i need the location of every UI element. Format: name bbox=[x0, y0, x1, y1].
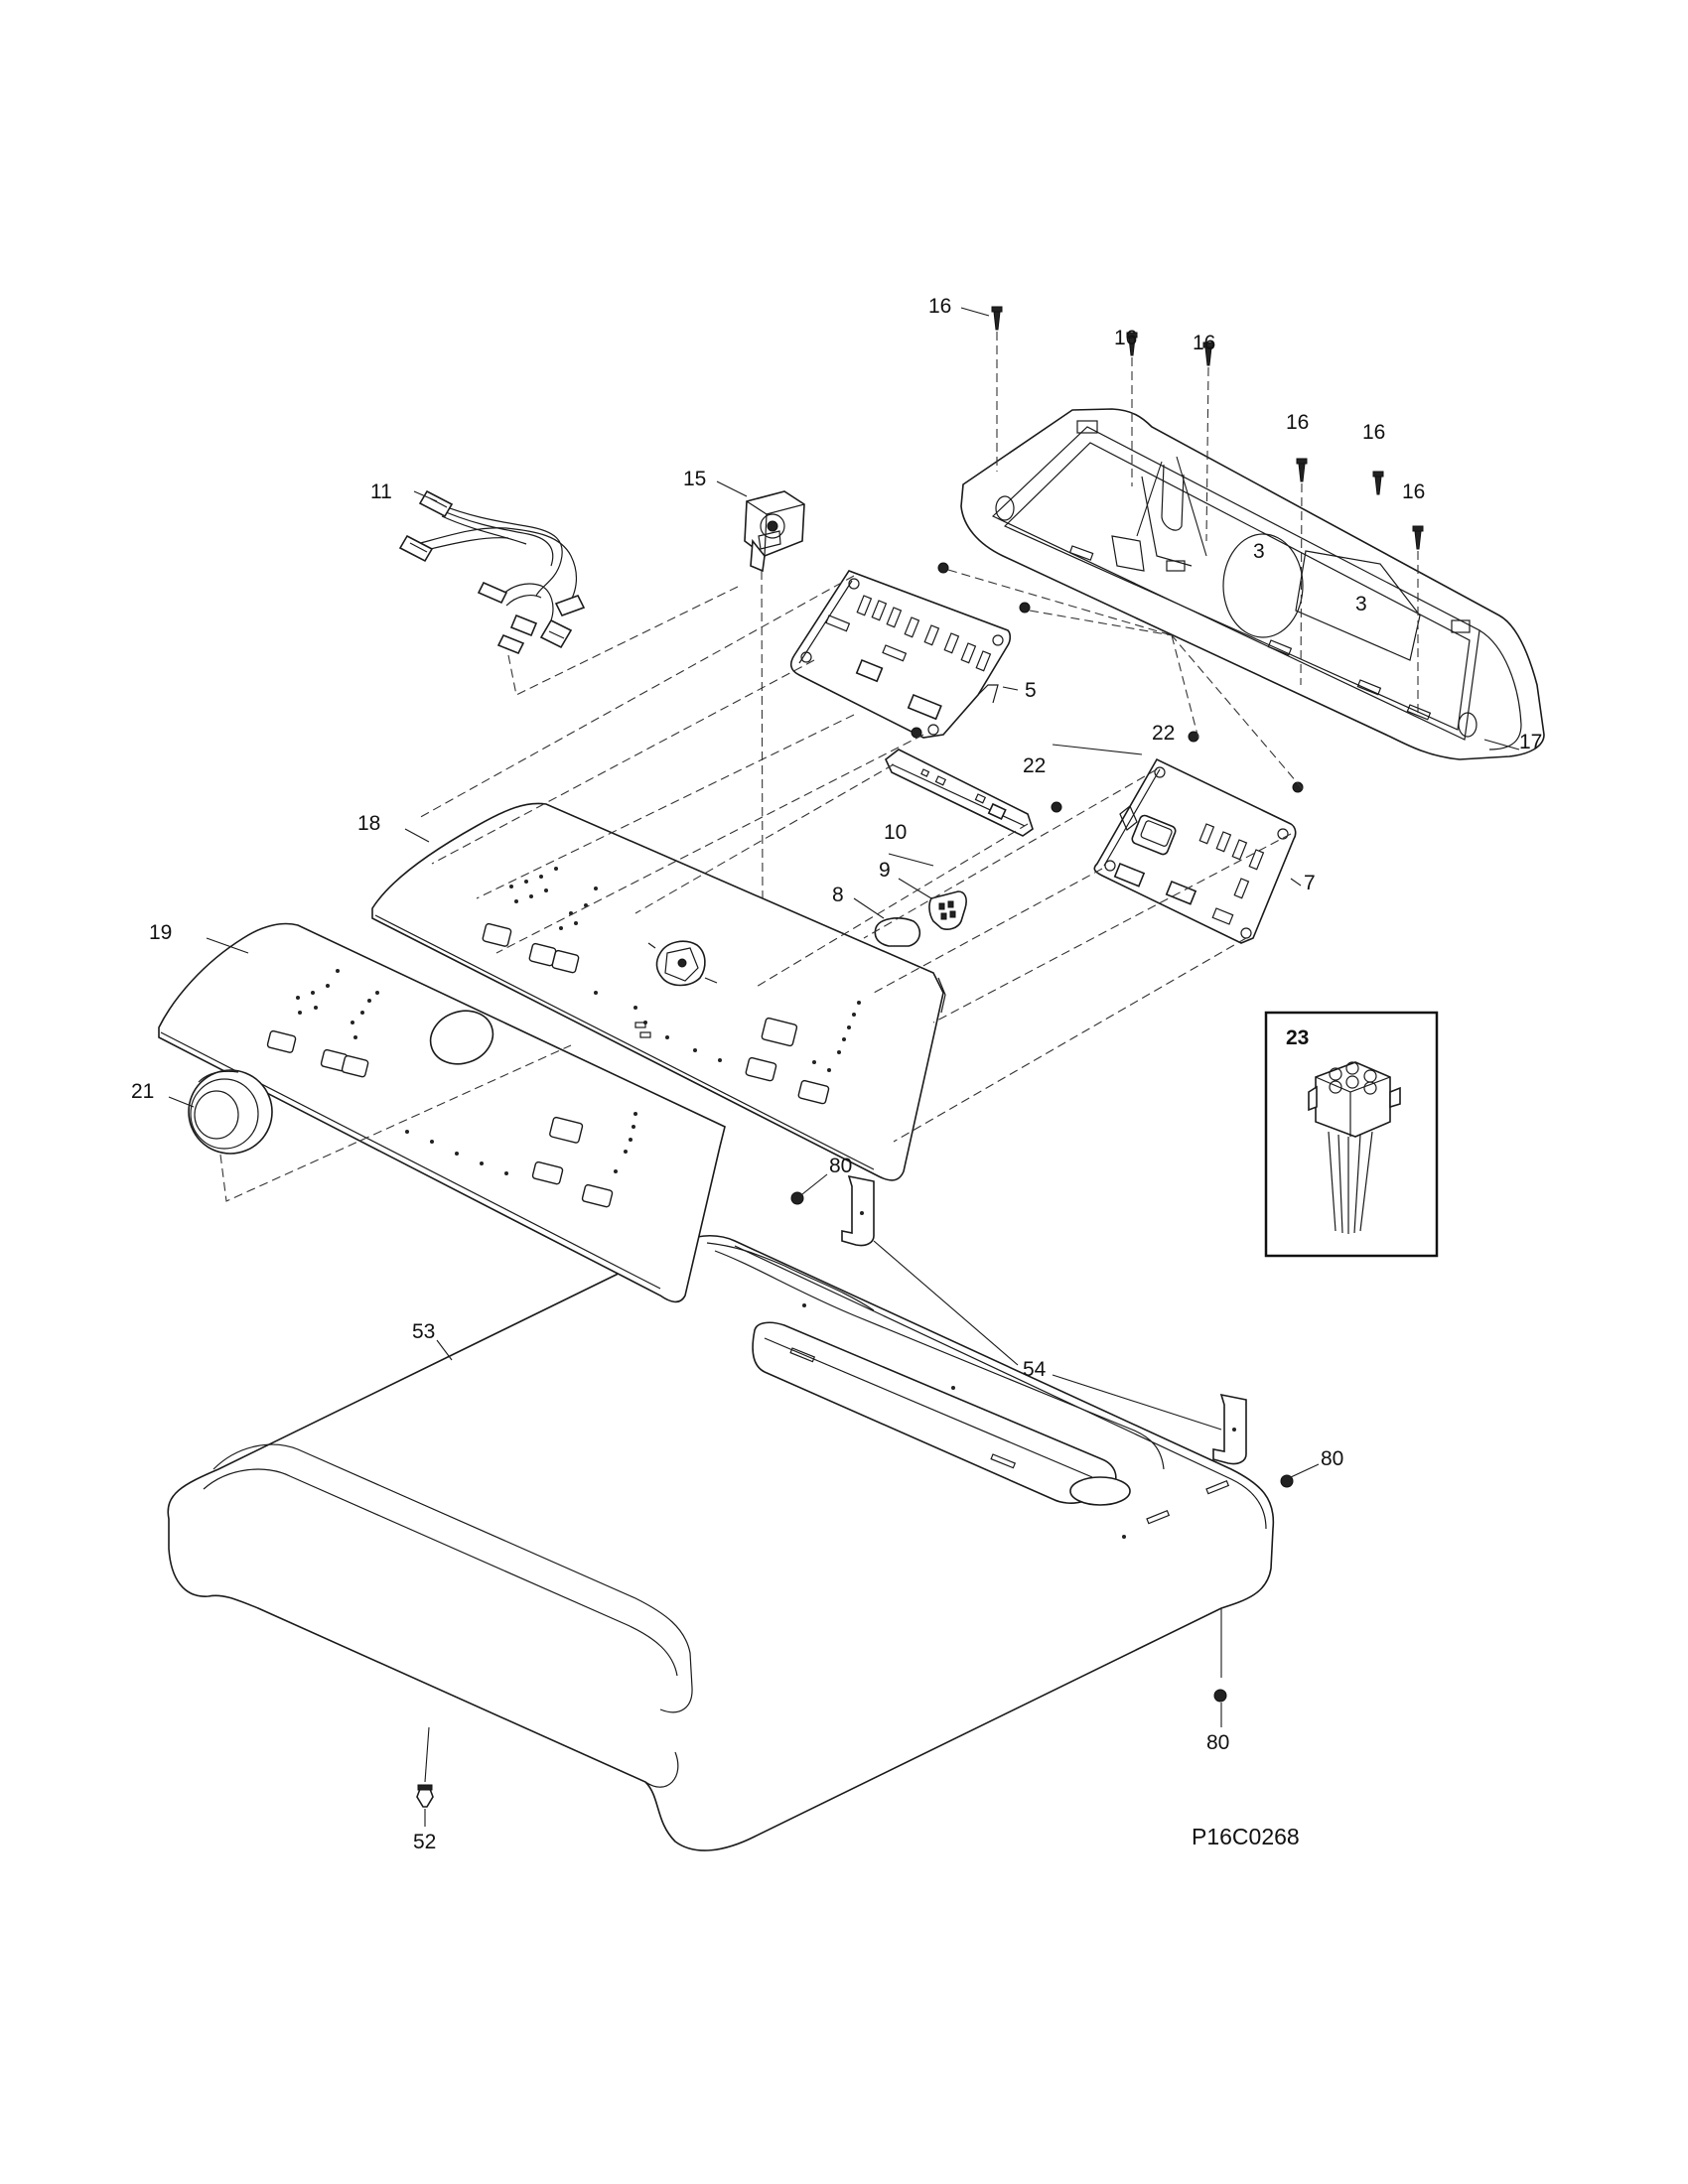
callout-22: 22 bbox=[1152, 722, 1175, 745]
selector-knob-icon bbox=[647, 940, 718, 987]
console-back-part-17: 3 3 bbox=[960, 408, 1545, 760]
screw-icon bbox=[1051, 801, 1062, 813]
button-part-8 bbox=[874, 917, 921, 947]
wire-harness-part-11 bbox=[398, 489, 741, 696]
wire-connector-icon bbox=[1308, 1061, 1401, 1234]
sensor-part-15 bbox=[744, 490, 805, 899]
screw-icon bbox=[937, 562, 949, 574]
connector-icon bbox=[509, 614, 538, 637]
screw-icon bbox=[790, 1191, 804, 1205]
callout-16: 16 bbox=[1193, 332, 1215, 354]
bracket-part-54 bbox=[841, 1174, 1247, 1465]
led-dots bbox=[296, 969, 637, 1175]
callout-7: 7 bbox=[1304, 872, 1316, 894]
callout-80: 80 bbox=[1206, 1731, 1229, 1754]
leader-lines bbox=[168, 307, 1520, 1827]
callout-53: 53 bbox=[412, 1320, 435, 1343]
led-board-part-10 bbox=[885, 749, 1034, 837]
svg-text:3: 3 bbox=[1355, 593, 1367, 615]
control-board-part-7 bbox=[1093, 757, 1297, 944]
callout-11: 11 bbox=[370, 480, 392, 503]
callout-21: 21 bbox=[131, 1080, 154, 1103]
assembly-lines bbox=[416, 575, 1292, 1143]
inset-label: 23 bbox=[1286, 1026, 1309, 1049]
svg-text:3: 3 bbox=[1253, 540, 1265, 563]
switch-part-9 bbox=[928, 890, 967, 930]
screws-part-80 bbox=[790, 1191, 1294, 1703]
inset-box-part-23: 23 bbox=[1264, 1011, 1439, 1258]
callout-18: 18 bbox=[357, 812, 380, 835]
connector-icon bbox=[554, 595, 586, 616]
top-cover-part-53 bbox=[167, 1234, 1275, 1851]
callout-52: 52 bbox=[413, 1831, 436, 1853]
screw-icon bbox=[1412, 525, 1424, 550]
callout-19: 19 bbox=[149, 921, 172, 944]
callout-16: 16 bbox=[1286, 411, 1309, 434]
callout-9: 9 bbox=[879, 859, 891, 882]
clip-part-52 bbox=[416, 1784, 434, 1808]
screws-part-22 bbox=[911, 562, 1304, 813]
console-panel-part-18 bbox=[371, 802, 946, 1181]
led-dots bbox=[509, 867, 861, 1072]
callout-22: 22 bbox=[1023, 754, 1046, 777]
screw-icon bbox=[1280, 1474, 1294, 1488]
screw-icon bbox=[1292, 781, 1304, 793]
screw-icon bbox=[1213, 1689, 1227, 1703]
control-board-part-5 bbox=[789, 570, 1012, 739]
callout-10: 10 bbox=[884, 821, 907, 844]
connector-icon bbox=[418, 489, 454, 518]
screw-icon bbox=[991, 306, 1003, 331]
screws-part-16 bbox=[991, 306, 1424, 715]
knob-part-21 bbox=[188, 1044, 572, 1202]
screw-icon bbox=[1126, 332, 1138, 356]
callout-17: 17 bbox=[1519, 731, 1542, 753]
callout-54: 54 bbox=[1023, 1358, 1047, 1381]
callout-5: 5 bbox=[1025, 679, 1037, 702]
callout-16: 16 bbox=[1114, 327, 1137, 349]
screw-icon bbox=[1296, 458, 1308, 482]
diagram-code: P16C0268 bbox=[1192, 1824, 1300, 1849]
callout-80: 80 bbox=[1321, 1447, 1343, 1470]
callout-80: 80 bbox=[829, 1155, 852, 1177]
screw-icon bbox=[1372, 471, 1384, 495]
connector-icon bbox=[539, 618, 573, 649]
screw-icon bbox=[1019, 602, 1031, 614]
connector-icon bbox=[398, 534, 434, 563]
front-console-part-19 bbox=[158, 922, 726, 1303]
callout-16: 16 bbox=[1362, 421, 1385, 444]
callout-16: 16 bbox=[1402, 480, 1425, 503]
screw-icon bbox=[1202, 341, 1214, 366]
connector-icon bbox=[477, 581, 508, 605]
callout-15: 15 bbox=[683, 468, 706, 490]
callout-16: 16 bbox=[928, 295, 951, 318]
callout-labels: 16 16 16 16 16 16 11 15 22 5 22 18 19 10… bbox=[131, 295, 1542, 1853]
connector-icon bbox=[496, 633, 525, 655]
callout-8: 8 bbox=[832, 884, 844, 906]
